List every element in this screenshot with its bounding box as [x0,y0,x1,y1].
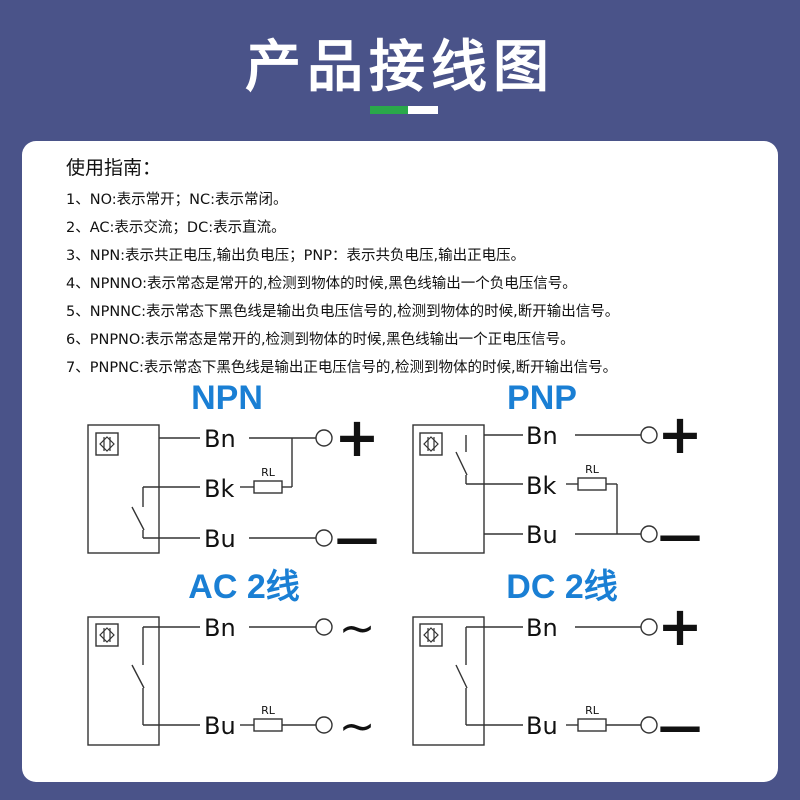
dc2-minus-sign: — [658,701,702,752]
npn-label-bk: Bk [204,475,234,503]
guide-title: 使用指南： [66,157,162,179]
pnp-label-bu: Bu [526,521,558,549]
npn-diagram: NPN Bn Bk Bu RL + — [87,379,380,564]
dc2-terminal-minus [640,716,658,734]
dc2-sensor-box [412,616,485,746]
ac2-label-bu: Bu [204,712,236,740]
ac2-diagram: AC 2线 Bn Bu RL ~ ~ [87,568,376,752]
guide-item-4: 4、NPNNO:表示常态是常开的,检测到物体的时候,黑色线输出一个负电压信号。 [66,276,577,292]
guide-item-2: 2、AC:表示交流；DC:表示直流。 [66,220,286,236]
ac2-sensor-icon [95,623,119,647]
pnp-minus-sign: — [658,510,702,561]
npn-terminal-plus [315,429,333,447]
guide-item-6: 6、PNPNO:表示常态是常开的,检测到物体的时候,黑色线输出一个正电压信号。 [66,332,575,348]
npn-minus-sign: — [335,513,379,564]
pnp-label-rl: RL [585,463,600,476]
dc2-diagram: DC 2线 Bn Bu RL + — [412,568,703,752]
pnp-sensor-icon [419,432,443,456]
npn-label-rl: RL [261,466,276,479]
dc2-label-bu: Bu [526,712,558,740]
dc2-label-rl: RL [585,704,600,717]
title-accent-white [408,106,438,114]
npn-sensor-box [87,424,160,554]
dc2-title: DC 2线 [506,568,617,606]
pnp-sensor-box [412,424,485,554]
ac2-resistor [253,718,283,732]
dc2-terminal-plus [640,618,658,636]
pnp-terminal-minus [640,525,658,543]
guide-item-3: 3、NPN:表示共正电压,输出负电压；PNP：表示共负电压,输出正电压。 [66,248,526,264]
guide-item-1: 1、NO:表示常开；NC:表示常闭。 [66,192,288,208]
title-accent-green [370,106,408,114]
guide-item-7: 7、PNPNC:表示常态下黑色线是输出正电压信号的,检测到物体的时候,断开输出信… [66,360,618,376]
npn-sensor-icon [95,432,119,456]
npn-resistor [253,480,283,494]
page-title: 产品接线图 [245,35,555,100]
dc2-resistor [577,718,607,732]
npn-label-bn: Bn [204,425,236,453]
npn-title: NPN [191,379,263,417]
ac2-ac-symbol-2: ~ [339,701,376,752]
npn-terminal-minus [315,529,333,547]
dc2-sensor-icon [419,623,443,647]
pnp-label-bk: Bk [526,472,556,500]
ac2-terminal-2 [315,716,333,734]
ac2-sensor-box [87,616,160,746]
ac2-label-bn: Bn [204,614,236,642]
dc2-plus-sign: + [657,595,702,658]
instruction-card: 使用指南： 1、NO:表示常开；NC:表示常闭。 2、AC:表示交流；DC:表示… [22,141,778,782]
pnp-terminal-plus [640,426,658,444]
pnp-title: PNP [507,379,577,417]
pnp-resistor [577,477,607,491]
ac2-terminal-1 [315,618,333,636]
npn-plus-sign: + [334,406,379,469]
pnp-plus-sign: + [657,403,702,466]
ac2-ac-symbol-1: ~ [339,603,376,654]
dc2-label-bn: Bn [526,614,558,642]
npn-label-bu: Bu [204,525,236,553]
pnp-diagram: PNP Bn Bk Bu RL + — [412,379,703,561]
guide-item-5: 5、NPNNC:表示常态下黑色线是输出负电压信号的,检测到物体的时候,断开输出信… [66,304,620,320]
ac2-title: AC 2线 [188,568,299,606]
pnp-label-bn: Bn [526,422,558,450]
ac2-label-rl: RL [261,704,276,717]
